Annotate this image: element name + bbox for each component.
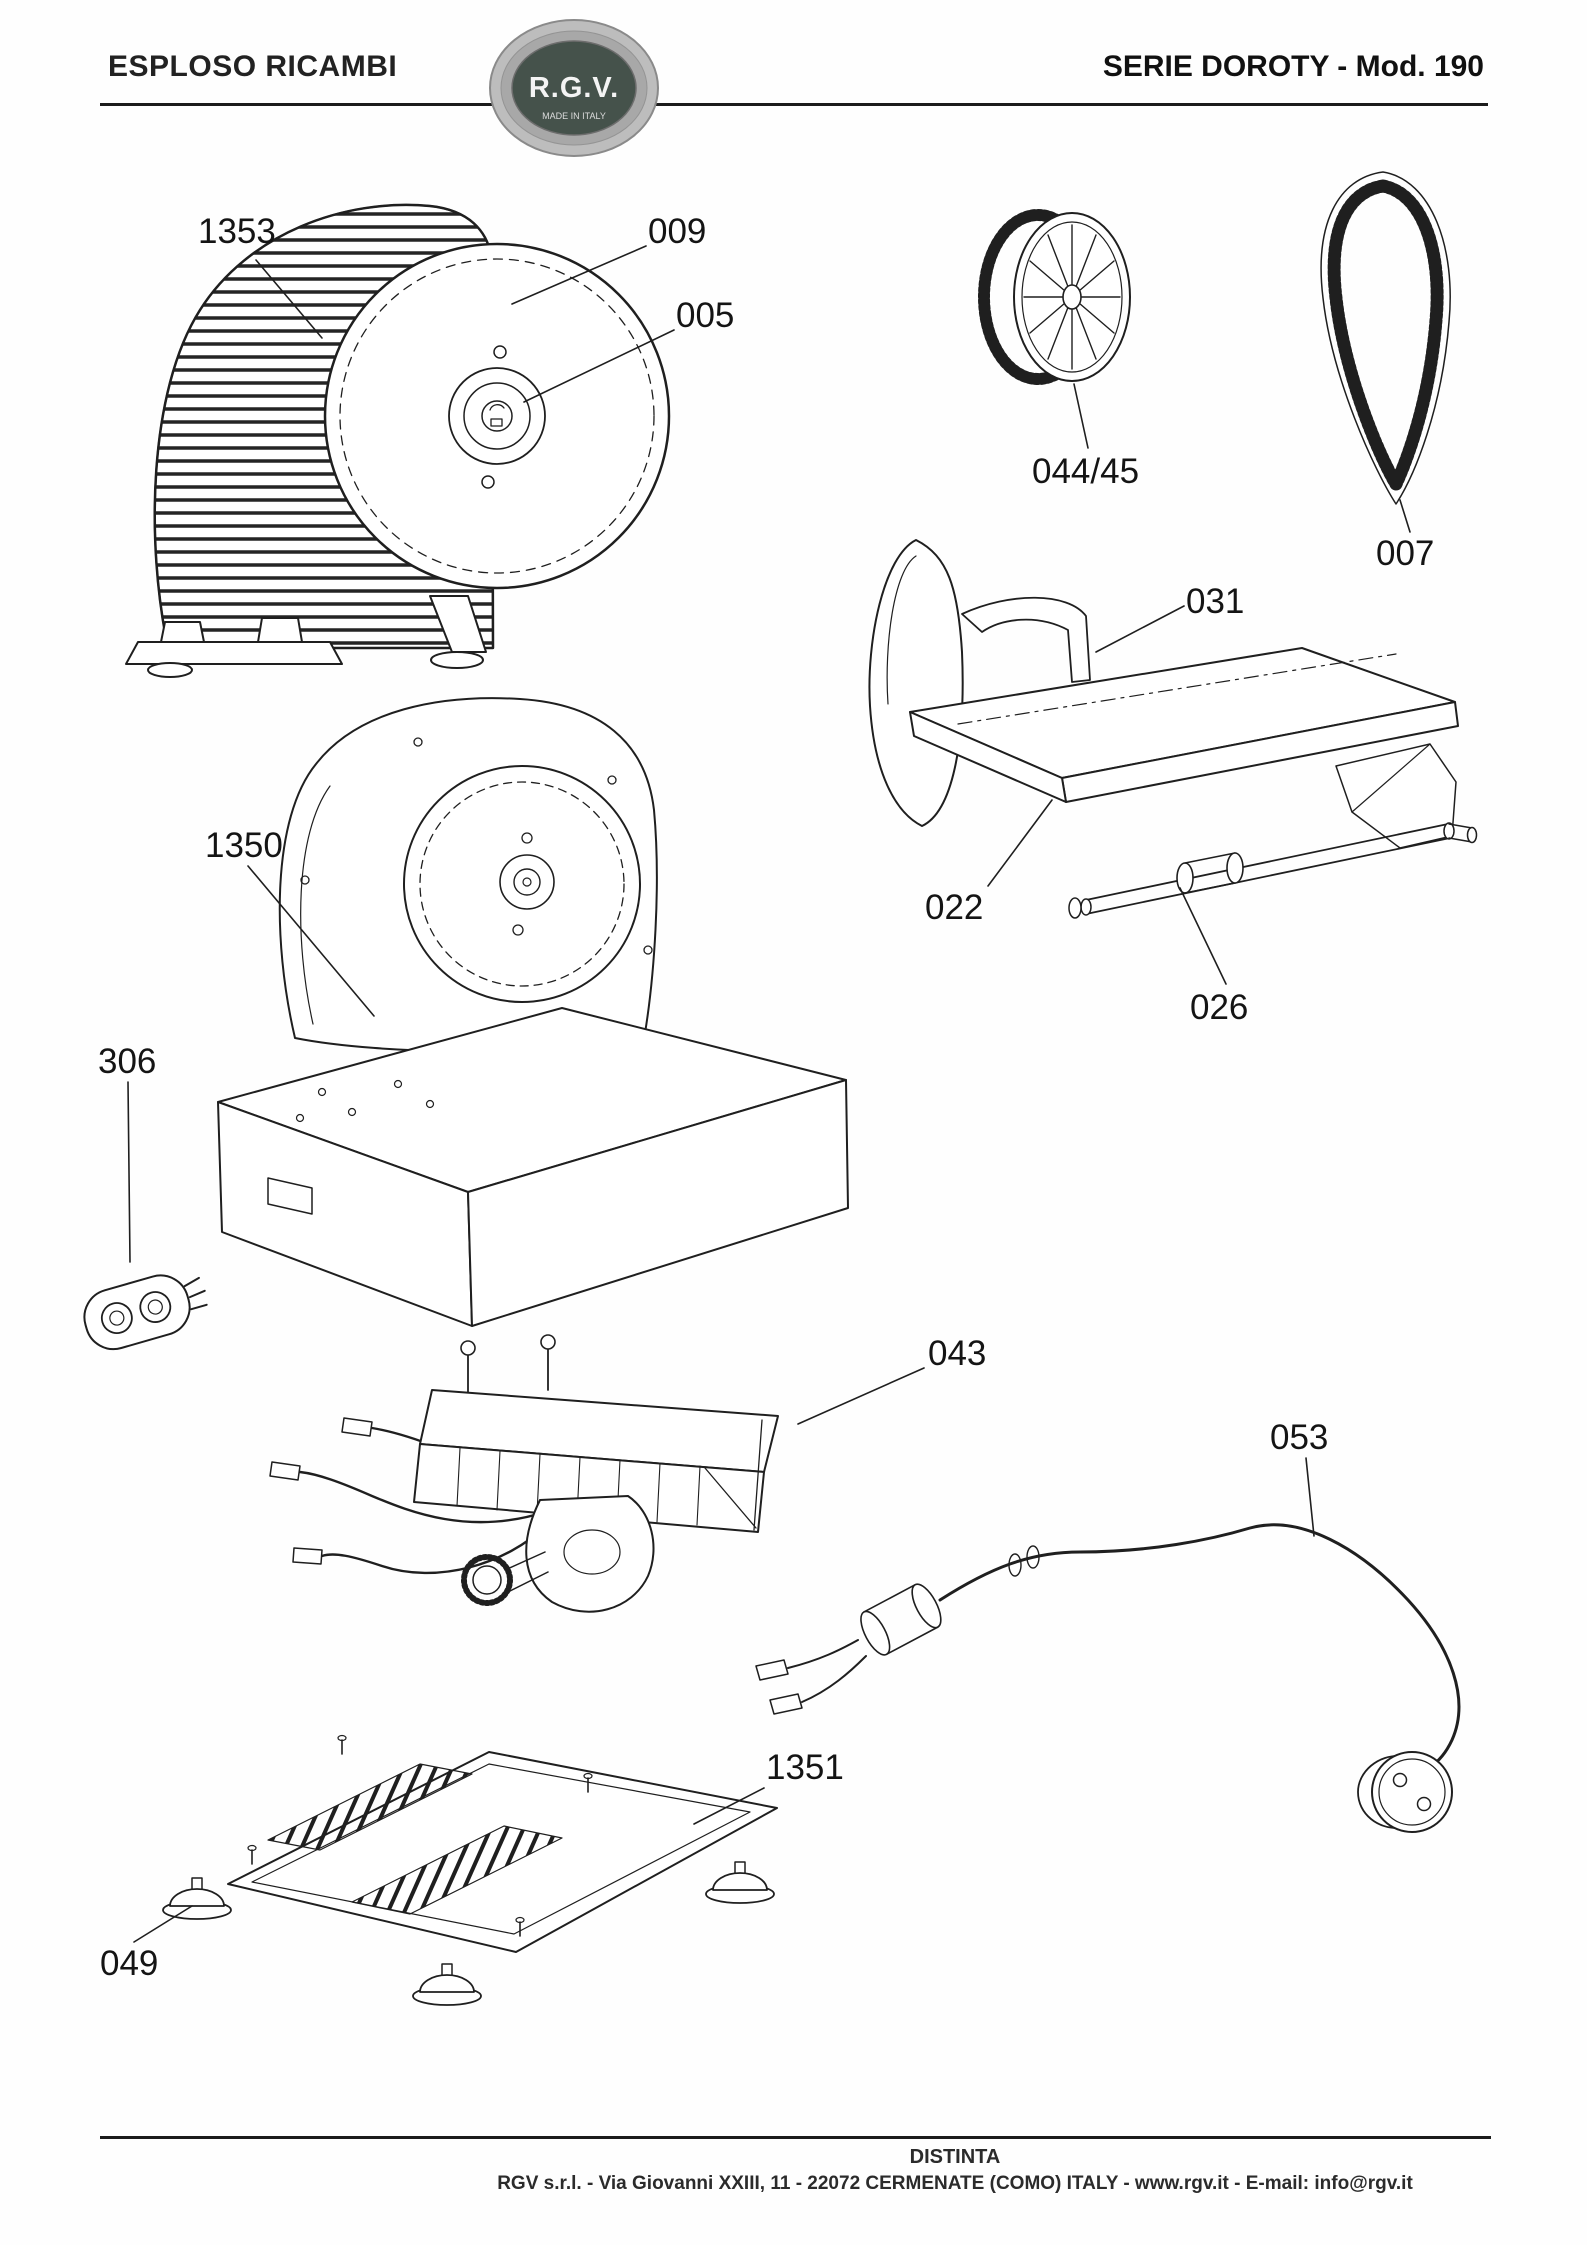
switch-drawing <box>83 1274 208 1351</box>
footer-address: RGV s.r.l. - Via Giovanni XXIII, 11 - 22… <box>497 2173 1413 2194</box>
machine-body-drawing <box>217 697 849 1327</box>
suction-foot-left <box>162 1877 232 1920</box>
part-label-007: 007 <box>1376 534 1435 573</box>
meat-press-arm-drawing <box>961 596 1091 683</box>
logo-subtext: MADE IN ITALY <box>542 111 606 121</box>
suction-foot-front <box>412 1963 482 2006</box>
blade-drawing <box>323 242 671 590</box>
part-label-022: 022 <box>925 888 984 927</box>
logo-text: R.G.V. <box>529 72 619 104</box>
blade-hub-drawing <box>448 367 546 465</box>
power-cord-drawing <box>755 1523 1461 1833</box>
rgv-logo: R.G.V. MADE IN ITALY <box>489 19 659 157</box>
part-label-043: 043 <box>928 1334 987 1373</box>
belt-drawing <box>1320 171 1451 505</box>
pulley-drawing <box>978 209 1131 385</box>
footer: DISTINTA RGV s.r.l. - Via Giovanni XXIII… <box>420 2146 1490 2195</box>
part-label-049: 049 <box>100 1944 159 1983</box>
part-label-005: 005 <box>676 296 735 335</box>
leader-lines <box>127 245 1411 1943</box>
logo-center <box>511 40 637 136</box>
header-divider <box>100 103 1488 106</box>
carriage-drawing <box>868 539 1478 919</box>
part-label-1351: 1351 <box>766 1748 844 1787</box>
part-label-026: 026 <box>1190 988 1249 1027</box>
part-label-053: 053 <box>1270 1418 1329 1457</box>
page-title-left: ESPLOSO RICAMBI <box>108 50 398 83</box>
base-plate-drawing <box>162 1734 778 2006</box>
motor-assembly-drawing <box>269 1334 779 1613</box>
part-label-1350: 1350 <box>205 826 283 865</box>
part-label-044-45: 044/45 <box>1032 452 1140 491</box>
part-label-306: 306 <box>98 1042 157 1081</box>
page-title-right: SERIE DOROTY - Mod. 190 <box>1102 50 1484 83</box>
carriage-rod-drawing <box>1068 822 1478 919</box>
part-label-1353: 1353 <box>198 212 276 251</box>
part-label-031: 031 <box>1186 582 1245 621</box>
footer-title: DISTINTA <box>909 2146 1001 2168</box>
footer-divider <box>100 2136 1491 2139</box>
suction-foot-right <box>705 1861 775 1904</box>
part-label-009: 009 <box>648 212 707 251</box>
